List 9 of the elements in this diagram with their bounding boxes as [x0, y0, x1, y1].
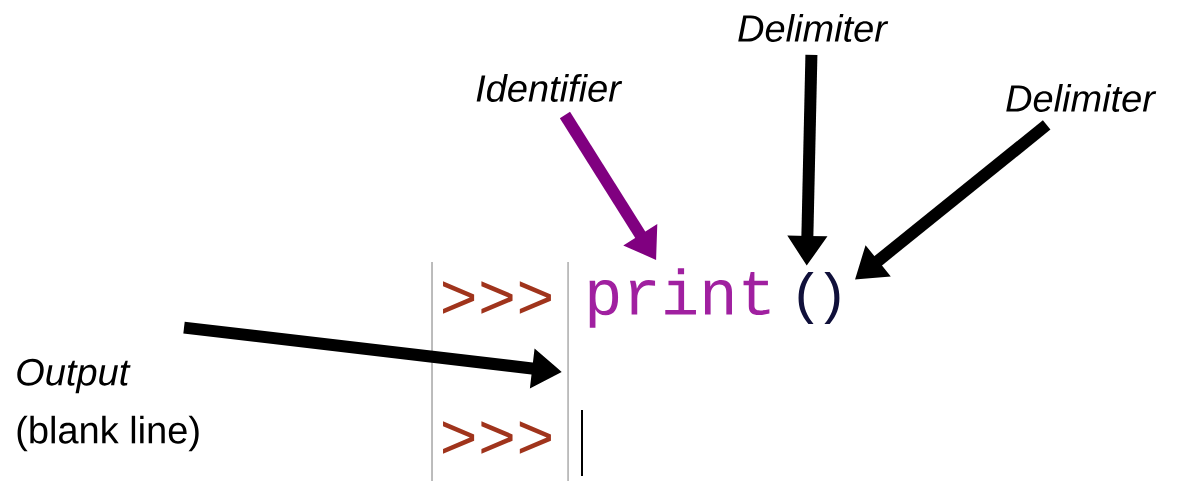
- annotation-label: Identifier: [476, 74, 623, 102]
- code-delimiter: ): [824, 271, 840, 325]
- shell-prompt: >>>: [443, 421, 551, 454]
- code-keyword: print: [589, 268, 770, 328]
- annotation-label: Delimiter: [1006, 84, 1157, 112]
- shell-prompt: >>>: [443, 281, 551, 314]
- annotation-label: Output (blank line): [17, 358, 199, 452]
- annotation-label: Delimiter: [738, 14, 889, 42]
- code-delimiter: (: [798, 271, 814, 325]
